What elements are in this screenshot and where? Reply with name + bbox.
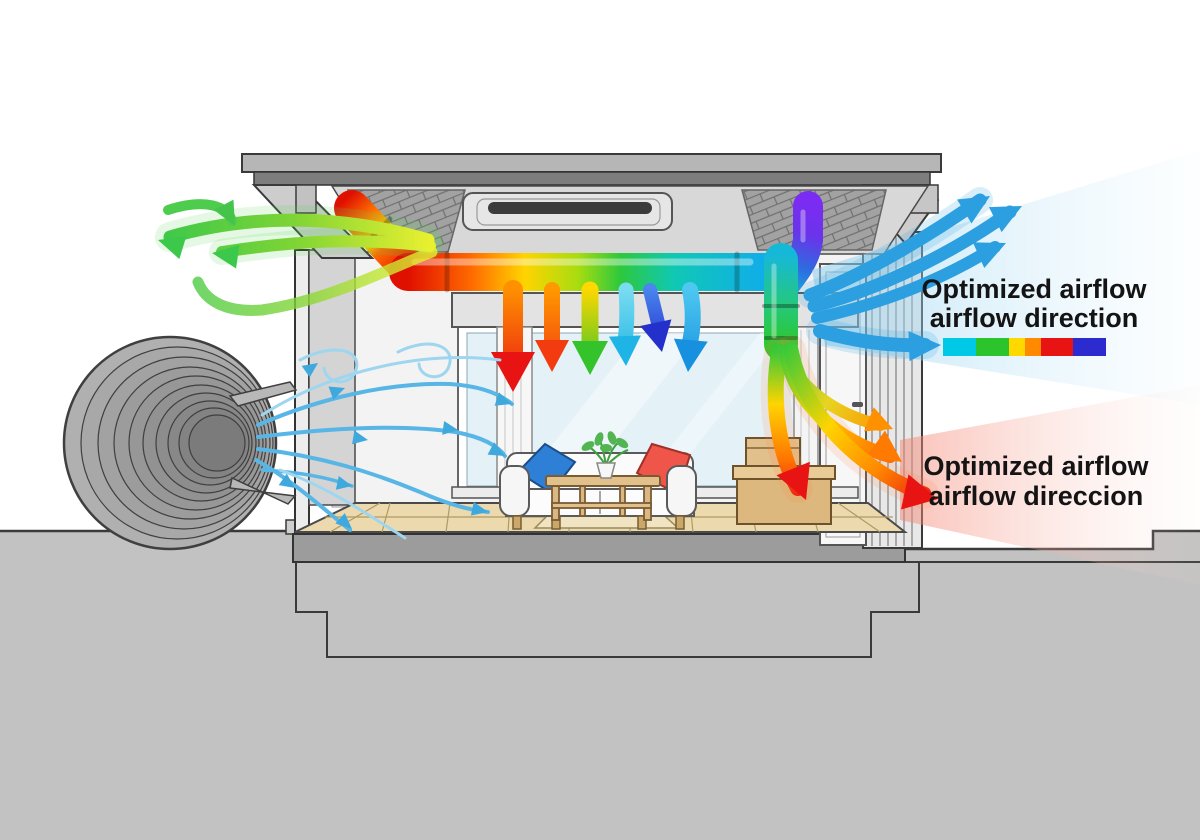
warm-stream-4 xyxy=(783,342,932,502)
fan-flap-upper xyxy=(228,381,298,407)
breeze-stream-3 xyxy=(256,447,490,514)
eave-left-step xyxy=(295,184,317,214)
downpipe-collars xyxy=(762,304,800,340)
breeze-curl-1 xyxy=(298,348,359,384)
roof-slab xyxy=(241,153,942,173)
fan-flap-lower xyxy=(229,476,297,505)
intake-fan xyxy=(62,335,298,551)
callout-bottom: Optimized airflow airflow direccion xyxy=(923,451,1149,511)
ground xyxy=(0,529,1200,840)
plant-vase xyxy=(596,462,616,479)
callout-bottom-line2: airflow direccion xyxy=(929,481,1144,511)
exhaust-stream-2 xyxy=(216,235,436,258)
legend-segment-red xyxy=(1041,338,1073,356)
arrow-down-4 xyxy=(608,282,641,366)
callout-top-line2: airflow direction xyxy=(930,303,1139,333)
callout-bottom-line1: Optimized airflow xyxy=(923,451,1149,481)
arrow-down-5 xyxy=(640,283,672,352)
breeze-stream-1 xyxy=(256,381,514,427)
exhaust-arrowhead-2 xyxy=(212,244,240,269)
foundation-slab xyxy=(292,533,906,563)
fan-breeze-swirls xyxy=(254,342,514,540)
warm-arrows xyxy=(760,335,1200,585)
foundation xyxy=(285,519,920,658)
arrow-down-3 xyxy=(572,281,608,375)
callout-top-line1: Optimized airflow xyxy=(921,274,1147,304)
vent-slot xyxy=(488,202,652,214)
red-glow xyxy=(900,385,1200,585)
arrow-down-6 xyxy=(673,282,708,372)
legend-segment-yellow xyxy=(1009,338,1025,356)
breeze-curl-2 xyxy=(396,342,452,379)
legend-segment-orange xyxy=(1025,338,1041,356)
ceiling-plenum xyxy=(330,185,930,255)
down-arrows xyxy=(491,280,708,392)
plant xyxy=(581,431,629,479)
callout-top: Optimized airflow airflow direction xyxy=(921,274,1148,356)
legend-segment-cyan xyxy=(943,338,976,356)
supply-stream-3 xyxy=(811,241,1001,324)
sofa-arm-left xyxy=(499,465,530,517)
glass-reflection-2 xyxy=(640,333,785,486)
exhaust-stream-3 xyxy=(192,246,438,316)
supply-stream-1 xyxy=(803,193,987,302)
duct-joint-rings xyxy=(444,251,740,293)
breeze-stream-2 xyxy=(256,425,507,458)
footing-outline xyxy=(295,562,920,658)
ceiling-vent xyxy=(462,192,673,231)
exhaust-arrows-green xyxy=(155,199,443,316)
legend-segment-green xyxy=(976,338,1009,356)
pillow-blue xyxy=(516,442,577,495)
supply-stream-2 xyxy=(807,205,1017,313)
exhaust-arrowhead-3 xyxy=(214,199,235,226)
arrow-down-1 xyxy=(491,280,535,392)
legend-gradient-bar xyxy=(943,338,1106,356)
exhaust-arrowhead-1 xyxy=(158,236,187,260)
legend-segment-blue xyxy=(1073,338,1106,356)
coffee-table xyxy=(545,475,661,521)
sofa-legs xyxy=(512,515,685,530)
exhaust-stream-1 xyxy=(163,213,435,247)
sofa-arm-right xyxy=(666,465,697,517)
roof-underside-band xyxy=(253,171,931,186)
arrow-down-2 xyxy=(535,282,569,372)
door-handle xyxy=(852,402,863,407)
glass-reflection xyxy=(520,333,700,486)
